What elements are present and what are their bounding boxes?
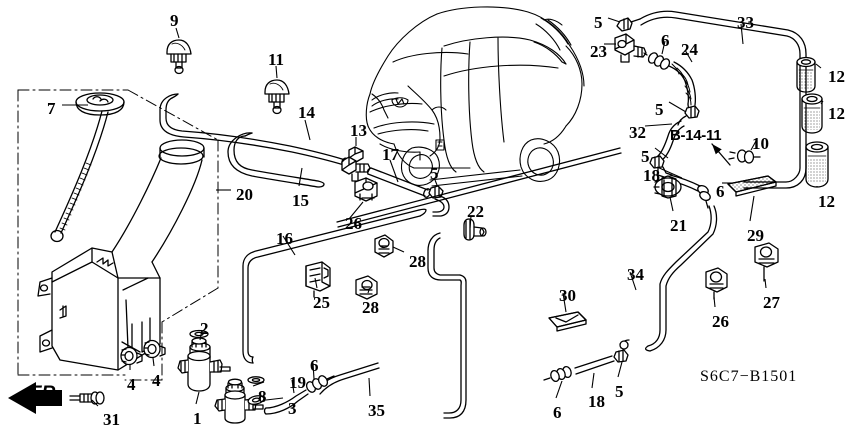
callout-tube-joint-elbow-rear: 5 bbox=[615, 382, 624, 401]
washer-pump-1 bbox=[177, 329, 231, 392]
washer-tube-17 bbox=[366, 167, 431, 198]
callout-tank-grommet-a: 4 bbox=[127, 375, 136, 394]
callout-hose-joint-straight-b: 6 bbox=[553, 403, 562, 422]
callout-washer-hose-rear-short: 19 bbox=[289, 373, 306, 392]
callout-tube-joint-elbow-upper: 5 bbox=[655, 100, 664, 119]
callout-grommet-medium: 12 bbox=[828, 104, 845, 123]
callout-washer-tube-rear: 18 bbox=[588, 392, 605, 411]
callout-tailgate-nozzle: 23 bbox=[590, 42, 607, 61]
tank-grommet-4-a bbox=[120, 346, 143, 366]
grommet-12-medium bbox=[801, 93, 823, 134]
callout-washer-hose-tailgate-upper: 32 bbox=[629, 123, 646, 142]
callout-washer-tube-center: 17 bbox=[382, 145, 399, 164]
callout-three-way-joint: 13 bbox=[350, 121, 367, 140]
callout-washer-hose-rear-long: 35 bbox=[368, 401, 385, 420]
callout-harness-clip: 25 bbox=[313, 293, 330, 312]
tank-mount-bolt-31 bbox=[69, 391, 105, 405]
callout-corrugated-tube: 24 bbox=[681, 40, 698, 59]
callout-tailgate-grommet: 21 bbox=[670, 216, 687, 235]
leader-lines bbox=[62, 17, 824, 407]
washer-tube-18-rear bbox=[574, 355, 615, 375]
callout-washer-pump-seal-front: 2 bbox=[200, 319, 209, 338]
callout-nozzle-tube-left: 15 bbox=[292, 191, 309, 210]
washer-hose-35 bbox=[316, 232, 467, 419]
grommet-12-small bbox=[796, 56, 816, 93]
callout-washer-reservoir-tank: 20 bbox=[236, 185, 253, 204]
tube-joint-5-rear bbox=[613, 339, 630, 363]
three-way-joint-13 bbox=[341, 146, 371, 182]
callout-washer-nozzle-front-left: 9 bbox=[170, 11, 179, 30]
filler-cap-dipstick bbox=[50, 92, 125, 243]
hose-joint-6-a bbox=[305, 375, 335, 393]
callout-hose-joint-straight-a: 6 bbox=[310, 356, 319, 375]
hose-joint-6-d bbox=[643, 52, 671, 70]
washer-nozzle-11 bbox=[264, 79, 290, 115]
tailgate-grommet-21 bbox=[653, 175, 682, 199]
callout-hose-joint-tailgate: 10 bbox=[752, 134, 769, 153]
hose-joint-22 bbox=[463, 218, 487, 241]
drawing-code: S6C7−B1501 bbox=[700, 368, 798, 385]
callout-filler-cap-with-dipstick: 7 bbox=[47, 99, 56, 118]
callout-protection-pad-upper: 29 bbox=[747, 226, 764, 245]
washer-hose-19 bbox=[263, 389, 309, 415]
callout-washer-pump-front: 1 bbox=[193, 409, 202, 428]
callout-nozzle-tube-right: 14 bbox=[298, 103, 315, 122]
callout-grommet-large: 12 bbox=[818, 192, 835, 211]
callout-washer-tube-tailgate: 18 bbox=[643, 166, 660, 185]
washer-hose-34 bbox=[644, 205, 718, 352]
callout-hose-joint-rear: 22 bbox=[467, 202, 484, 221]
callout-rear-pump-grommet: 3 bbox=[288, 399, 297, 418]
hose-clamp-28-b bbox=[355, 275, 378, 300]
hose-clip-26-lower bbox=[705, 267, 728, 300]
hose-joint-6-c bbox=[697, 184, 711, 209]
tank-grommet-4-b bbox=[143, 339, 166, 359]
callout-tube-joint-elbow-top: 5 bbox=[594, 13, 603, 32]
tube-joint-5-lower32 bbox=[649, 155, 673, 178]
callout-grommet-small: 12 bbox=[828, 67, 845, 86]
callout-hose-clip-upper: 26 bbox=[345, 214, 362, 233]
callout-hose-joint-straight-c: 6 bbox=[716, 182, 725, 201]
callout-washer-hose-front: 16 bbox=[276, 229, 293, 248]
washer-hose-16 bbox=[242, 208, 427, 364]
assembly-boundary bbox=[17, 89, 219, 381]
washer-hose-26-line bbox=[336, 147, 622, 228]
harness-clip-25 bbox=[305, 261, 331, 298]
protection-pad-30 bbox=[548, 311, 587, 332]
callout-tank-mounting-bolt: 31 bbox=[103, 410, 120, 429]
washer-nozzle-9 bbox=[166, 39, 192, 75]
tube-joint-5-center bbox=[428, 185, 450, 217]
grommet-12-large bbox=[805, 141, 829, 188]
cross-reference-label: B-14-11 bbox=[670, 127, 722, 144]
washer-reservoir bbox=[37, 139, 205, 371]
callout-washer-hose-roof: 33 bbox=[737, 13, 754, 32]
washer-pump-rear bbox=[214, 376, 265, 424]
hose-joint-10 bbox=[728, 149, 761, 164]
washer-hose-33 bbox=[639, 10, 807, 189]
hose-joint-6-b bbox=[543, 365, 572, 383]
protection-pad-29 bbox=[727, 175, 777, 197]
callout-hose-clip-rear: 27 bbox=[763, 293, 780, 312]
front-direction-label: FR. bbox=[30, 383, 61, 404]
callout-protection-pad-lower: 30 bbox=[559, 286, 576, 305]
callout-washer-hose-tailgate: 34 bbox=[627, 265, 644, 284]
callout-hose-clip-lower: 26 bbox=[712, 312, 729, 331]
tailgate-nozzle-23 bbox=[614, 33, 647, 63]
callout-tank-grommet-b: 4 bbox=[152, 371, 161, 390]
front-direction-arrow bbox=[8, 382, 62, 414]
hose-clip-27 bbox=[754, 242, 779, 282]
callout-washer-nozzle-front-right: 11 bbox=[268, 50, 285, 69]
callout-hose-clamp-b: 28 bbox=[362, 298, 379, 317]
hose-clamp-28-a bbox=[374, 234, 394, 258]
vehicle-illustration bbox=[365, 6, 585, 187]
callout-hose-clamp-a: 28 bbox=[409, 252, 426, 271]
callout-rear-pump-seal: 8 bbox=[258, 387, 267, 406]
callout-tube-joint-elbow: 5 bbox=[430, 164, 439, 183]
washer-tube-15 bbox=[227, 132, 325, 188]
tube-joint-5-top bbox=[616, 17, 641, 32]
hose-clip-26-upper bbox=[354, 177, 378, 202]
tube-joint-5-midright bbox=[677, 105, 700, 126]
callout-hose-joint-straight-d: 6 bbox=[661, 31, 670, 50]
callout-tube-joint-elbow-tailgate: 5 bbox=[641, 147, 650, 166]
